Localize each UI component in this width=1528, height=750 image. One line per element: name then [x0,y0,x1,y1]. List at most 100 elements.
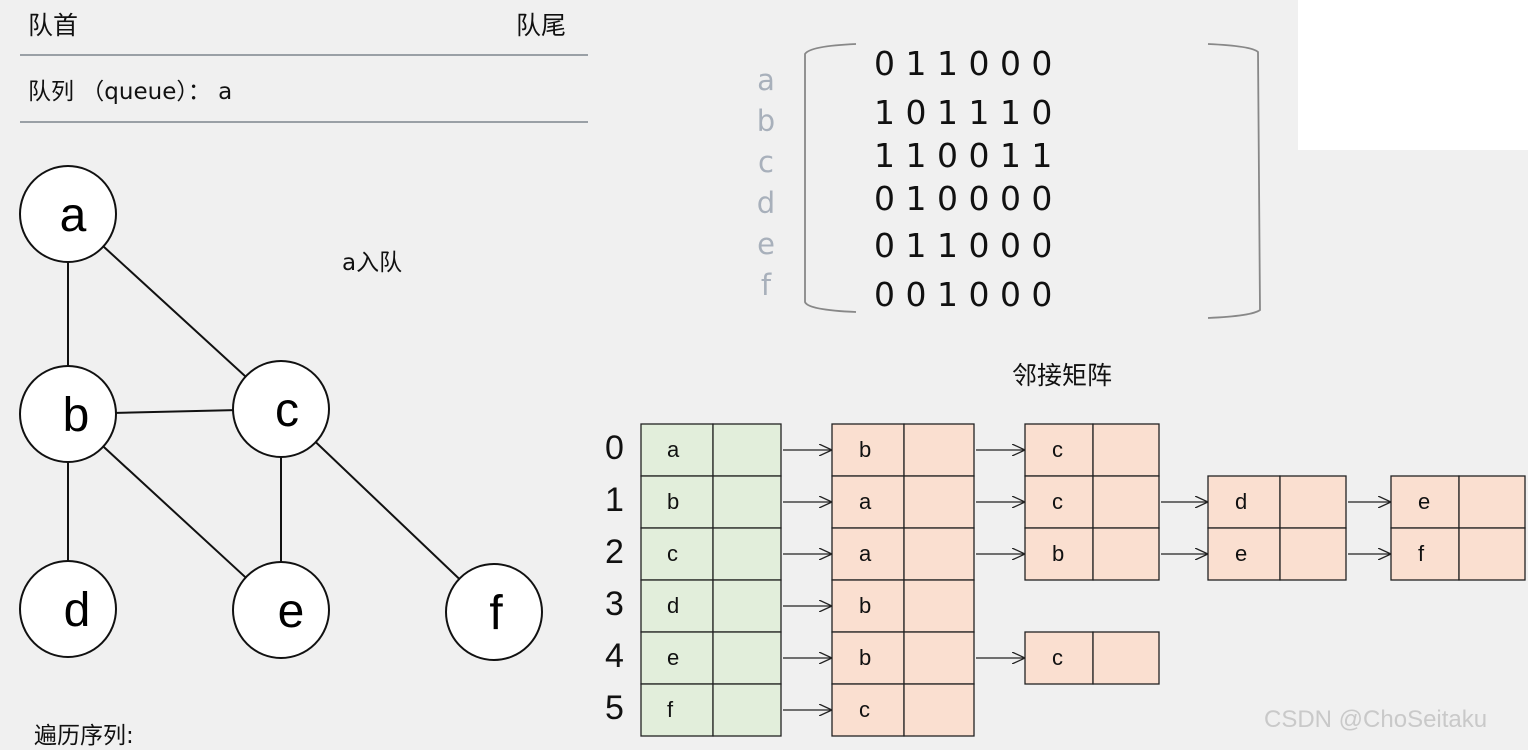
graph-node-d: d [19,560,117,658]
graph-node-a: a [19,165,117,263]
head-node-label: d [667,593,679,618]
matrix-caption: 邻接矩阵 [1012,361,1113,390]
blank-panel [1298,0,1528,150]
head-node-pointer-cell [712,475,782,529]
head-node-data-cell [640,631,714,685]
list-node-label: f [1418,541,1425,566]
list-node-data-cell [1024,631,1094,685]
list-node-label: c [1052,645,1063,670]
matrix-row: 0 1 0 0 0 0 [874,179,1053,218]
list-index-label: 5 [605,689,624,727]
head-node-data-cell [640,475,714,529]
list-node-label: a [859,489,872,514]
graph-node-c: c [232,360,330,458]
matrix-row-label: d [756,186,776,220]
list-node-label: c [1052,489,1063,514]
list-node-label: c [1052,437,1063,462]
matrix-row-label: e [757,227,775,261]
matrix-row: 0 0 1 0 0 0 [874,275,1053,314]
list-node-data-cell [831,683,905,737]
queue-head-label: 队首 [28,11,79,40]
matrix-row-label: b [756,104,776,138]
list-index-label: 0 [605,429,624,467]
head-node-pointer-cell [712,527,782,581]
matrix-brackets [804,43,1261,319]
head-node-label: f [667,697,674,722]
list-index-label: 2 [605,533,624,571]
step-label: a入队 [342,250,403,276]
list-node-data-cell [831,527,905,581]
list-node-data-cell [1207,475,1281,529]
list-node-data-cell [831,475,905,529]
graph-node-e: e [232,561,330,659]
matrix-right-bracket [1207,43,1261,319]
head-node-label: e [667,645,679,670]
matrix-row: 1 0 1 1 1 0 [874,93,1053,132]
edge-c-f [280,408,495,613]
matrix-row: 0 1 1 0 0 0 [874,44,1053,83]
head-node-data-cell [640,683,714,737]
list-node-data-cell [1024,527,1094,581]
watermark: CSDN @ChoSeitaku [1264,706,1488,733]
list-node-pointer-cell [1092,475,1160,529]
matrix-row-labels: a b c d e f [754,60,778,306]
graph-node-c-label: c [275,384,299,437]
list-node-label: a [859,541,872,566]
list-node-pointer-cell [1458,475,1526,529]
queue-top-divider [20,54,588,56]
graph-node-a-label: a [60,189,87,242]
list-node-label: e [1418,489,1430,514]
matrix-row-label: c [758,145,774,179]
matrix-row: 1 1 0 0 1 1 [874,136,1053,175]
queue-bottom-divider [20,121,588,123]
list-index-label: 4 [605,637,624,675]
list-node-label: e [1235,541,1247,566]
undirected-graph: a b c d e f [19,165,543,661]
list-node-pointer-cell [903,631,975,685]
list-index-label: 3 [605,585,624,623]
graph-node-d-label: d [64,584,91,637]
graph-node-e-label: e [278,585,305,638]
list-index-label: 1 [605,481,624,519]
queue-content: 队列 （queue）： a [28,79,233,105]
list-node-pointer-cell [1092,423,1160,477]
list-node-label: d [1235,489,1247,514]
head-node-label: a [667,437,680,462]
list-node-pointer-cell [903,579,975,633]
list-node-pointer-cell [1092,631,1160,685]
queue-tail-label: 队尾 [516,11,567,40]
list-node-label: b [859,645,871,670]
head-node-pointer-cell [712,631,782,685]
head-node-pointer-cell [712,579,782,633]
list-node-pointer-cell [903,527,975,581]
traversal-label: 遍历序列: [34,723,134,749]
head-node-pointer-cell [712,683,782,737]
list-node-data-cell [831,579,905,633]
head-node-label: c [667,541,678,566]
matrix-left-bracket [804,43,857,313]
list-node-pointer-cell [1279,527,1347,581]
graph-node-f: f [445,563,543,661]
graph-node-b: b [19,365,117,463]
list-node-pointer-cell [903,423,975,477]
list-node-pointer-cell [903,683,975,737]
list-node-pointer-cell [903,475,975,529]
graph-node-f-label: f [489,587,503,640]
list-node-pointer-cell [1458,527,1526,581]
list-node-data-cell [831,631,905,685]
list-node-label: b [859,437,871,462]
list-node-pointer-cell [1279,475,1347,529]
matrix-row-label: f [760,268,772,302]
head-node-label: b [667,489,679,514]
head-node-data-cell [640,527,714,581]
list-node-data-cell [1390,475,1460,529]
list-node-label: c [859,697,870,722]
list-node-pointer-cell [1092,527,1160,581]
list-node-data-cell [1390,527,1460,581]
matrix-row-label: a [757,63,775,97]
list-node-data-cell [1207,527,1281,581]
head-node-pointer-cell [712,423,782,477]
list-node-label: b [859,593,871,618]
graph-node-b-label: b [63,389,90,442]
